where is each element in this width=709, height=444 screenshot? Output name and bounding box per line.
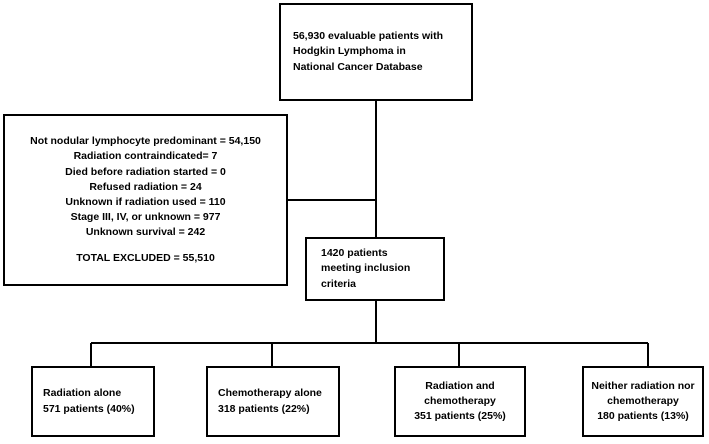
outcome-1-line-1: Radiation alone	[43, 387, 122, 400]
exclusion-line-4: Refused radiation = 24	[89, 180, 202, 193]
outcome-radiation-alone-box: Radiation alone 571 patients (40%)	[31, 366, 155, 437]
outcome-radiation-and-chemotherapy-box: Radiation and chemotherapy 351 patients …	[394, 366, 526, 437]
outcome-3-line-3: 351 patients (25%)	[414, 410, 506, 423]
outcome-4-line-1: Neither radiation nor	[591, 379, 695, 392]
outcome-2-line-2: 318 patients (22%)	[218, 402, 310, 415]
outcome-2-line-1: Chemotherapy alone	[218, 387, 322, 400]
exclusion-line-7: Unknown survival = 242	[85, 226, 206, 239]
exclusion-line-6: Stage III, IV, or unknown = 977	[70, 211, 221, 224]
inclusion-line-1: 1420 patients	[321, 247, 388, 260]
exclusion-line-1: Not nodular lymphocyte predominant = 54,…	[30, 135, 261, 148]
outcome-3-line-2: chemotherapy	[424, 394, 496, 407]
outcome-1-line-2: 571 patients (40%)	[43, 402, 135, 415]
inclusion-criteria-box: 1420 patients meeting inclusion criteria	[305, 237, 445, 301]
outcome-chemotherapy-alone-box: Chemotherapy alone 318 patients (22%)	[206, 366, 340, 437]
outcome-4-line-2: chemotherapy	[607, 394, 679, 407]
exclusion-criteria-box: Not nodular lymphocyte predominant = 54,…	[3, 114, 288, 286]
outcome-3-line-1: Radiation and	[425, 379, 495, 392]
evaluable-patients-line-3: National Cancer Database	[293, 60, 423, 73]
exclusion-line-2: Radiation contraindicated= 7	[73, 150, 218, 163]
outcome-4-line-3: 180 patients (13%)	[597, 410, 689, 423]
evaluable-patients-box: 56,930 evaluable patients with Hodgkin L…	[279, 3, 473, 101]
outcome-neither-box: Neither radiation nor chemotherapy 180 p…	[582, 366, 704, 437]
total-excluded: TOTAL EXCLUDED = 55,510	[76, 251, 215, 264]
exclusion-line-3: Died before radiation started = 0	[65, 165, 226, 178]
evaluable-patients-line-1: 56,930 evaluable patients with	[293, 30, 443, 43]
inclusion-line-2: meeting inclusion	[321, 262, 411, 275]
evaluable-patients-line-2: Hodgkin Lymphoma in	[293, 45, 406, 58]
inclusion-line-3: criteria	[321, 277, 357, 290]
exclusion-line-5: Unknown if radiation used = 110	[65, 196, 226, 208]
